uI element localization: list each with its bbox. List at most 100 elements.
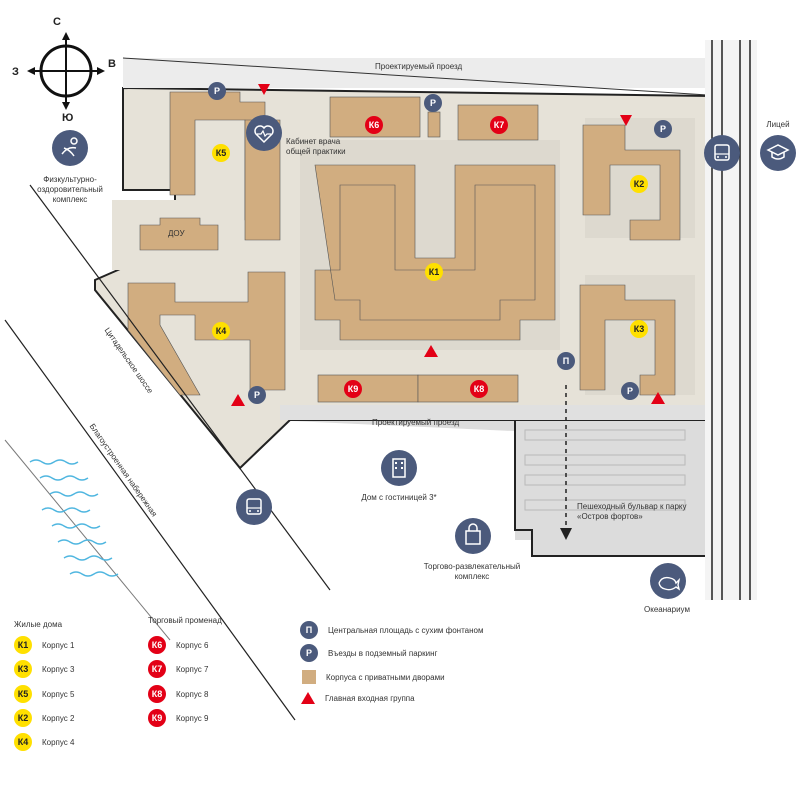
road-label-top: Проектируемый проезд [375,62,463,71]
legend-row: P Въезды в подземный паркинг [300,644,437,662]
oceanarium-label: Океанариум [644,605,690,614]
legend-badge: К4 [14,733,32,751]
entrance-triangle [651,392,665,404]
oceanarium-whale-icon [650,563,686,599]
legend-label: Центральная площадь с сухим фонтаном [328,625,484,635]
badge-k8: К8 [470,380,488,398]
legend-row: К5 Корпус 5 [14,685,74,703]
entrance-triangle [620,115,632,126]
badge-k4: К4 [212,322,230,340]
legend-label: Корпус 9 [176,713,209,723]
bus-icon [704,135,740,171]
compass-west: З [12,66,19,78]
parking-icon: P [621,382,639,400]
legend-row: К3 Корпус 3 [14,660,74,678]
east-road [705,40,757,600]
legend-label: Главная входная группа [325,693,415,703]
hotel-label: Дом с гостиницей 3* [361,493,437,502]
compass-east: В [108,58,116,70]
legend-row: К9 Корпус 9 [148,709,208,727]
legend-row: Корпуса с приватными дворами [302,670,445,684]
boulevard-label: Пешеходный бульвар к парку «Остров форто… [577,502,687,521]
courtyard-swatch [302,670,316,684]
doctor-label: Кабинет врача общей практики [286,137,346,156]
legend-badge: К1 [14,636,32,654]
entrance-triangle [258,84,270,95]
legend-label: Корпус 6 [176,640,209,650]
badge-k5: К5 [212,144,230,162]
top-road [123,58,723,88]
dou-label: ДОУ [168,229,185,238]
compass-south: Ю [62,112,74,124]
lyceum-icon [760,135,796,171]
parking-icon: P [654,120,672,138]
fitness-icon [52,130,88,166]
lyceum-label: Лицей [766,120,790,129]
highway-edge-2 [4,319,296,721]
legend-label: Корпус 2 [42,713,75,723]
parking-rows [524,429,686,511]
legend-row: Главная входная группа [301,692,415,704]
legend-badge: К3 [14,660,32,678]
legend-label: Корпуса с приватными дворами [326,672,445,682]
plaza-icon: П [557,352,575,370]
legend-label: Корпус 8 [176,689,209,699]
legend-row: К6 Корпус 6 [148,636,208,654]
bus-icon [236,489,272,525]
legend-badge: К8 [148,685,166,703]
legend-row: К2 Корпус 2 [14,709,74,727]
legend-residential-title: Жилые дома [14,620,63,629]
legend-badge: К6 [148,636,166,654]
legend-row: К8 Корпус 8 [148,685,208,703]
water-waves [29,459,119,577]
plaza-icon: П [300,621,318,639]
legend-row: К7 Корпус 7 [148,660,208,678]
legend-row: К1 Корпус 1 [14,636,74,654]
legend-label: Корпус 1 [42,640,75,650]
badge-k7: К7 [490,116,508,134]
legend-badge: К7 [148,660,166,678]
compass-north: С [53,16,61,28]
legend-badge: К9 [148,709,166,727]
legend-label: Въезды в подземный паркинг [328,648,438,658]
legend-label: Корпус 5 [42,689,75,699]
building-k2 [582,124,681,241]
entrance-triangle [231,394,245,406]
building-k1 [314,164,556,341]
compass-icon [27,32,105,110]
legend-badge: К2 [14,709,32,727]
legend-label: Корпус 7 [176,664,209,674]
shopping-icon [455,518,491,554]
legend-badge: К5 [14,685,32,703]
badge-k6: К6 [365,116,383,134]
parking-icon: P [424,94,442,112]
legend-row: П Центральная площадь с сухим фонтаном [300,621,484,639]
parking-icon: P [300,644,318,662]
mall-label: Торгово-развлекательный комплекс [423,562,521,581]
highway-edge-1 [29,184,331,591]
building-dou [139,217,219,251]
entrance-triangle-icon [301,692,315,704]
badge-k2: К2 [630,175,648,193]
building-k4 [127,271,286,396]
building-k9 [317,374,419,403]
badge-k1: К1 [425,263,443,281]
building-k3 [579,284,676,396]
legend-row: К4 Корпус 4 [14,733,74,751]
legend-label: Корпус 4 [42,737,75,747]
parking-icon: P [248,386,266,404]
legend-promenade-title: Торговый променад [148,616,222,625]
entrance-triangle [424,345,438,357]
hotel-icon [381,450,417,486]
building-k8 [417,374,519,403]
road-label-middle: Проектируемый проезд [372,418,460,427]
parking-icon: P [208,82,226,100]
badge-k3: К3 [630,320,648,338]
badge-k9: К9 [344,380,362,398]
boulevard-arrow [560,528,572,540]
medical-heart-icon [246,115,282,151]
fitness-label: Физкультурно-оздоровительный комплекс [37,175,103,204]
middle-road [280,405,710,420]
legend-label: Корпус 3 [42,664,75,674]
